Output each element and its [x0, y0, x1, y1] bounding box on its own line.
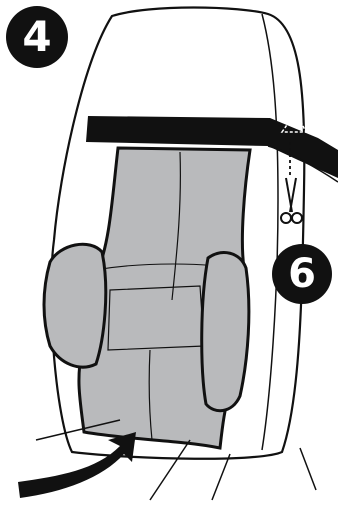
bolster-left	[44, 244, 106, 367]
step-badge-primary: 4	[6, 6, 68, 68]
step-number-secondary: 6	[288, 254, 316, 294]
step-number-primary: 4	[22, 16, 51, 58]
bolster-right	[202, 253, 249, 411]
step-badge-secondary: 6	[272, 244, 332, 304]
